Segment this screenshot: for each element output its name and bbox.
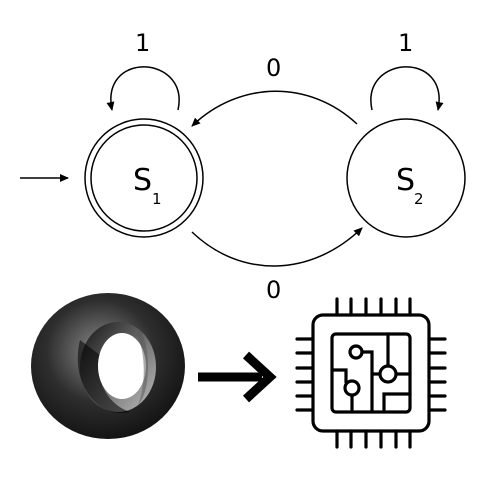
arc-s1-to-s2 <box>191 227 363 267</box>
self-loop-s2-label: 1 <box>398 29 413 57</box>
arc-s1-to-s2-label: 0 <box>266 276 281 304</box>
state-diagram: S 1 S 2 1 1 0 0 <box>20 29 466 304</box>
arc-s2-to-s1-label: 0 <box>266 54 281 82</box>
transition-s1-s1: 1 <box>106 29 180 111</box>
microchip-icon <box>295 297 447 449</box>
state-s1-label: S <box>133 163 152 198</box>
state-s1: S 1 <box>84 118 204 238</box>
state-s2-circle <box>346 118 466 238</box>
self-loop-s1-arc <box>106 66 180 111</box>
bottom-row <box>31 293 447 449</box>
state-s1-inner-circle <box>90 124 198 232</box>
state-s2-subscript: 2 <box>414 190 424 208</box>
state-s1-outer-circle <box>84 118 204 238</box>
state-s2: S 2 <box>346 118 466 238</box>
transition-s1-s2: 0 <box>191 227 363 304</box>
arc-s2-to-s1 <box>191 90 358 127</box>
transition-s2-s2: 1 <box>370 29 444 111</box>
self-loop-s2-arc <box>370 66 444 111</box>
self-loop-s1-label: 1 <box>135 29 150 57</box>
json-logo-icon <box>31 293 185 439</box>
state-s2-label: S <box>396 163 415 198</box>
right-arrow-icon <box>198 351 277 403</box>
transition-s2-s1: 0 <box>191 54 358 127</box>
state-s1-subscript: 1 <box>152 190 162 208</box>
